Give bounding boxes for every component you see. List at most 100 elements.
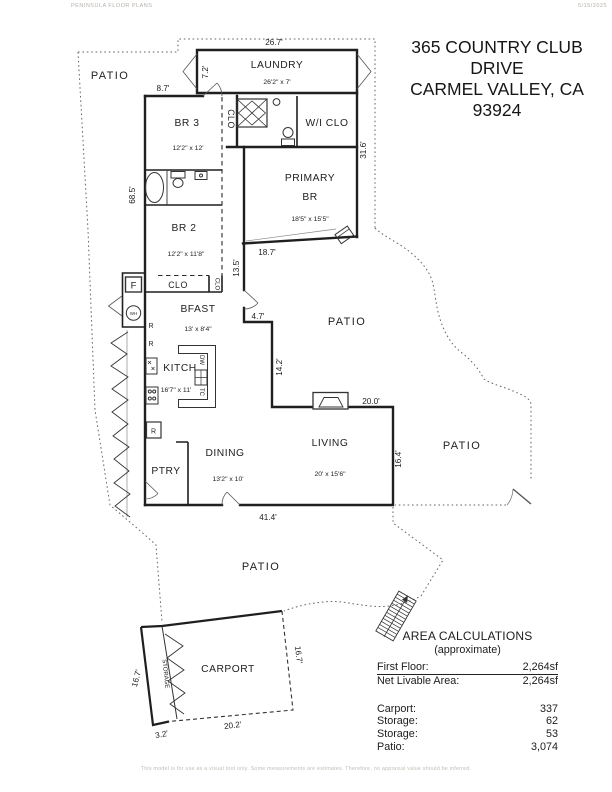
chair-icon [334, 225, 355, 245]
table-row: Storage: 53 [377, 728, 558, 741]
dim-laundry-top: 26.7' [265, 38, 283, 47]
dim-step: 4.7' [252, 312, 265, 321]
row-label: Patio: [377, 740, 405, 753]
fridge-box [145, 421, 162, 439]
interior-walls [121, 96, 298, 505]
row-label: Carport: [377, 702, 417, 715]
sink-icon [194, 171, 208, 180]
oven-icon [145, 357, 158, 375]
toilet2-tank [170, 171, 186, 179]
dim-primary-bottom: 18.7' [258, 248, 276, 257]
furnace-label: F [131, 281, 137, 292]
water-heater-icon [125, 305, 142, 321]
row-value: 3,074 [530, 740, 558, 753]
laundry-right-doors [356, 53, 372, 90]
primary-dims: 18'5" x 15'5" [291, 216, 329, 223]
primary-label-1: PRIMARY [285, 173, 335, 184]
dim-entry: 8.7' [157, 84, 170, 93]
storage-zigzag [164, 633, 186, 715]
area-calc-subtitle: (approximate) [434, 644, 501, 656]
living-label: LIVING [312, 438, 349, 449]
row-value: 53 [545, 728, 558, 741]
closet-dashed-lines [158, 97, 223, 291]
dim-bottom: 41.4' [259, 513, 277, 522]
br3-dims: 12'2" x 12' [172, 145, 203, 152]
area-calculations: AREA CALCULATIONS (approximate) First Fl… [377, 629, 558, 754]
tc-label: TC [198, 388, 204, 397]
br2-closet-label: CLO [168, 280, 188, 290]
steps-hatch [375, 590, 417, 642]
toilet2-bowl [172, 178, 184, 188]
bfast-dims: 13' x 8'4" [184, 326, 212, 333]
carport-structure [139, 609, 294, 727]
row-label: Net Livable Area: [377, 674, 460, 687]
dim-carport-bottom: 20.2' [223, 720, 242, 731]
patio-label-nw: PATIO [91, 70, 129, 82]
row-label: First Floor: [377, 661, 429, 673]
hall-closet2-label: CLO [214, 278, 220, 291]
wiclo-label: W/I CLO [306, 118, 349, 129]
print-date: 5/15/2025 [578, 3, 607, 9]
dim-carport-corner: 3.2' [154, 729, 169, 740]
r-label-2: R [148, 341, 153, 348]
address-line1: 365 COUNTRY CLUB DRIVE [411, 37, 583, 78]
carport-label: CARPORT [201, 664, 255, 675]
kitchen-island [178, 345, 216, 408]
utility-door [107, 295, 123, 317]
table-row: Carport: 337 [377, 703, 558, 716]
row-label: Storage: [377, 715, 418, 728]
living-dims: 20' x 15'6" [314, 471, 346, 478]
area-calc-table: First Floor: 2,264sf Net Livable Area: 2… [377, 661, 558, 754]
br2-dims: 12'2" x 11'8" [168, 251, 205, 258]
property-address: 365 COUNTRY CLUB DRIVE CARMEL VALLEY, CA… [384, 37, 610, 121]
wh-label: WH [130, 311, 137, 316]
row-label: Storage: [377, 728, 418, 741]
dim-living-top: 20.0' [362, 397, 380, 406]
exterior-walls [143, 48, 395, 507]
bfast-label: BFAST [180, 304, 215, 315]
table-row: Patio: 3,074 [377, 741, 558, 754]
dim-hall: 13.5' [232, 259, 241, 277]
dim-east: 31.6' [359, 141, 368, 159]
r-label-1: R [148, 323, 153, 330]
dim-carport-left: 16.7' [130, 668, 143, 688]
dim-west: 68.5' [128, 186, 137, 204]
r-label-3: R [151, 429, 156, 436]
table-row: Net Livable Area: 2,264sf [377, 675, 558, 688]
vent-icon [272, 98, 281, 106]
hall-closet-label: CLO [226, 109, 236, 129]
dim-living-right: 16.4' [394, 450, 403, 468]
address-line2: CARMEL VALLEY, CA [410, 79, 584, 99]
laundry-dims: 26'2" x 7' [263, 79, 290, 86]
br2-label: BR 2 [172, 223, 197, 234]
row-value: 2,264sf [522, 661, 558, 673]
address-line3: 93924 [472, 100, 522, 120]
br3-label: BR 3 [175, 118, 200, 129]
storage-label: STORAGE [160, 659, 169, 689]
gate-swing [506, 488, 532, 506]
dw-label: DW [198, 355, 204, 365]
dim-patio-east: 14.2' [275, 358, 284, 376]
laundry-left-doors [182, 53, 198, 90]
disclaimer-text: This model is for use as a visual tool o… [140, 766, 472, 772]
tub-icon [145, 172, 164, 203]
primary-label-2: BR [302, 192, 317, 203]
brand-text: PENINSULA FLOOR PLANS [71, 3, 153, 9]
row-value: 62 [545, 715, 558, 728]
door-swings [107, 53, 372, 506]
pantry-label: PTRY [151, 466, 180, 477]
area-calc-title: AREA CALCULATIONS [402, 629, 533, 643]
furnace-box [124, 276, 143, 293]
patio-label-se: PATIO [443, 440, 481, 452]
dining-dims: 13'2" x 10' [212, 476, 243, 483]
table-row: First Floor: 2,264sf [377, 661, 558, 675]
fixtures [110, 98, 355, 518]
kitch-label: KITCH [163, 363, 196, 374]
kitch-dims: 16'7" x 11' [161, 387, 192, 394]
row-value: 2,264sf [522, 674, 558, 687]
toilet-icon [282, 127, 294, 138]
patio-boundary [77, 38, 532, 623]
patio-label-s: PATIO [242, 561, 280, 573]
